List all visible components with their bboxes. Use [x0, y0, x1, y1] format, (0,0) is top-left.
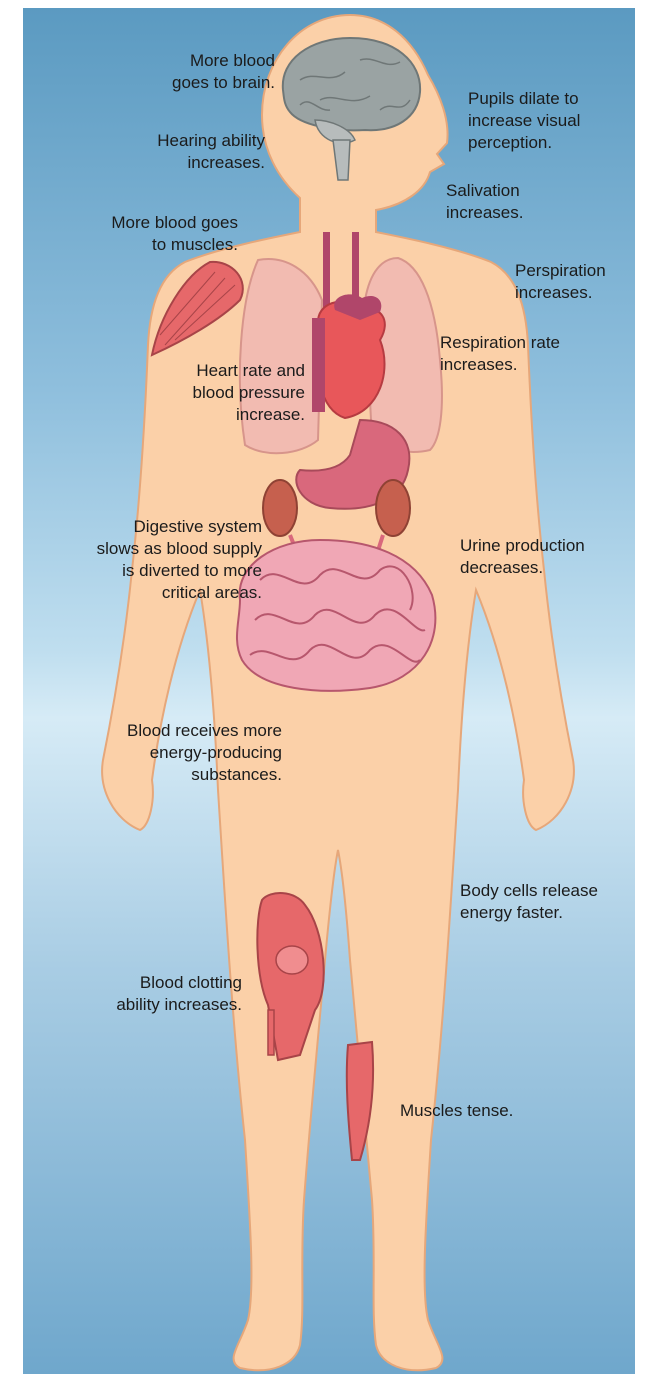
label-hearing: Hearing ability increases. [100, 130, 265, 174]
label-digestive: Digestive system slows as blood supply i… [30, 516, 262, 604]
label-pupils: Pupils dilate to increase visual percept… [468, 88, 638, 154]
label-urine: Urine production decreases. [460, 535, 630, 579]
label-brain-blood: More blood goes to brain. [150, 50, 275, 94]
label-body-cells: Body cells release energy faster. [460, 880, 635, 924]
label-perspiration: Perspiration increases. [515, 260, 635, 304]
label-muscles-tense: Muscles tense. [400, 1100, 560, 1122]
label-energy-substances: Blood receives more energy-producing sub… [70, 720, 282, 786]
label-respiration: Respiration rate increases. [440, 332, 610, 376]
intestines [237, 540, 435, 691]
label-heart: Heart rate and blood pressure increase. [150, 360, 305, 426]
heart [312, 294, 385, 418]
label-clotting: Blood clotting ability increases. [70, 972, 242, 1016]
label-salivation: Salivation increases. [446, 180, 576, 224]
label-muscle-blood: More blood goes to muscles. [60, 212, 238, 256]
